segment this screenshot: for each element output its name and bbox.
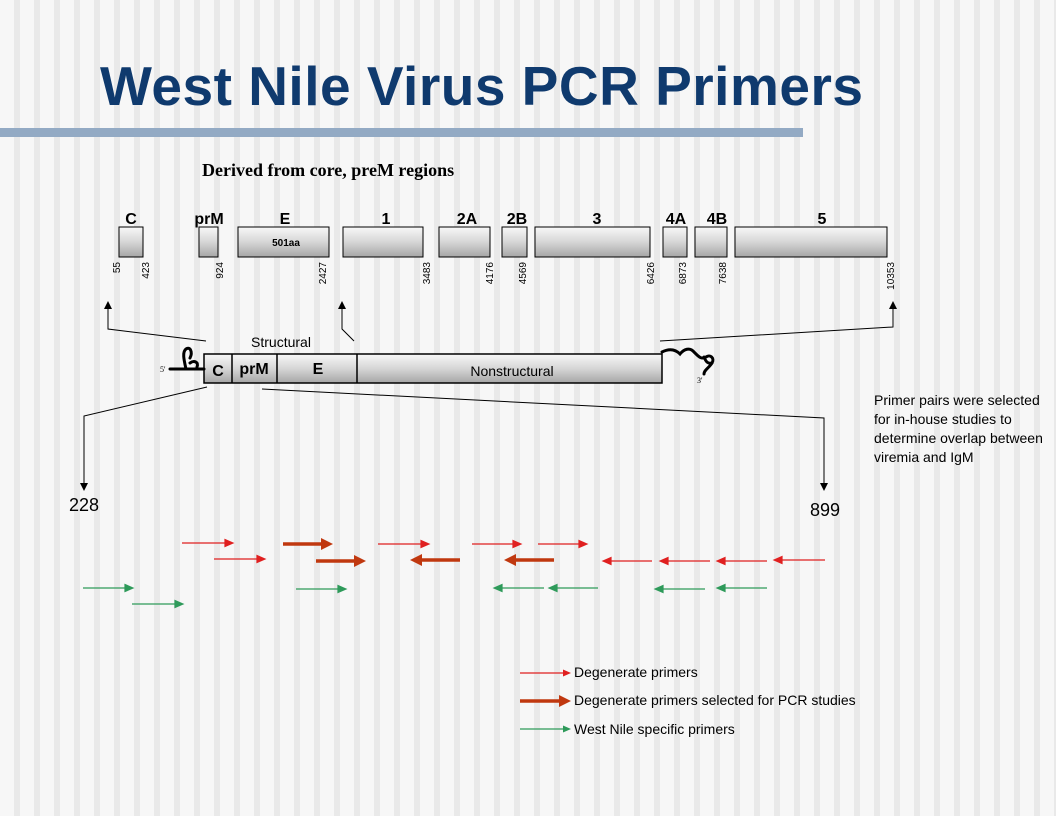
primer-arrow-selected bbox=[316, 555, 366, 567]
gene-box-ns1 bbox=[342, 226, 424, 258]
genome-bar bbox=[203, 353, 663, 384]
gene-box-prm bbox=[198, 226, 219, 258]
structural-label: Structural bbox=[251, 334, 311, 350]
gene-box-e bbox=[237, 226, 330, 258]
arrowhead-down bbox=[820, 483, 828, 491]
position-label: 55 bbox=[112, 262, 123, 274]
nonstructural-label: Nonstructural bbox=[470, 363, 553, 379]
primer-arrow-degenerate bbox=[182, 538, 235, 548]
primer-arrow-selected bbox=[283, 538, 333, 550]
legend-selected: Degenerate primers selected for PCR stud… bbox=[520, 692, 940, 712]
range-line-right bbox=[261, 388, 825, 486]
primer-arrow-specific bbox=[653, 584, 705, 594]
primer-selection-note: Primer pairs were selected for in-house … bbox=[874, 392, 1043, 465]
range-line-left bbox=[83, 386, 208, 486]
position-label: 7638 bbox=[718, 262, 729, 285]
gene-label: 3 bbox=[593, 211, 602, 228]
gene-box-ns4b bbox=[694, 226, 728, 258]
primer-arrow-degenerate bbox=[601, 556, 652, 566]
connector-line-left bbox=[107, 305, 207, 342]
arrowhead-up bbox=[889, 301, 897, 309]
position-label: 4176 bbox=[485, 262, 496, 285]
gene-box-ns2b bbox=[501, 226, 528, 258]
legend-arrow-degenerate bbox=[520, 669, 571, 677]
range-end-label: 899 bbox=[810, 500, 840, 520]
primer-arrow-degenerate bbox=[472, 539, 523, 549]
position-label: 3483 bbox=[422, 262, 433, 285]
legend-label: Degenerate primers bbox=[574, 664, 698, 680]
gene-label: 4B bbox=[707, 211, 727, 228]
gene-label: 1 bbox=[382, 211, 391, 228]
gene-boxes bbox=[118, 226, 888, 258]
three-prime-stem-loop bbox=[660, 347, 715, 376]
genome-prm-label: prM bbox=[239, 361, 268, 378]
primer-arrow-degenerate bbox=[715, 556, 767, 566]
primer-arrow-degenerate bbox=[538, 539, 589, 549]
legend-arrow-selected bbox=[520, 695, 571, 707]
gene-label: 5 bbox=[818, 211, 827, 228]
position-label: 423 bbox=[141, 262, 152, 279]
gene-box-c bbox=[118, 226, 144, 258]
position-label: 10353 bbox=[886, 262, 897, 290]
gene-label: prM bbox=[194, 211, 223, 228]
five-prime-stem-loop bbox=[168, 346, 206, 371]
page-title: West Nile Virus PCR Primers bbox=[100, 55, 864, 117]
primer-arrow-specific bbox=[547, 583, 598, 593]
connector-line-right bbox=[659, 305, 894, 342]
arrowhead-up bbox=[104, 301, 112, 309]
gene-label: 4A bbox=[666, 211, 687, 228]
position-label: 924 bbox=[215, 262, 226, 279]
five-prime-label: 5' bbox=[160, 365, 166, 374]
gene-box-ns4a bbox=[662, 226, 688, 258]
gene-label: 2B bbox=[507, 211, 527, 228]
genome-c-label: C bbox=[212, 363, 224, 380]
primer-arrow-degenerate bbox=[214, 554, 267, 564]
primer-arrow-selected bbox=[410, 554, 460, 566]
primer-arrow-specific bbox=[132, 599, 185, 609]
legend-degenerate: Degenerate primers bbox=[520, 664, 940, 684]
gene-box-ns5 bbox=[734, 226, 888, 258]
legend-label: Degenerate primers selected for PCR stud… bbox=[574, 692, 856, 708]
diagram-subtitle: Derived from core, preM regions bbox=[202, 160, 455, 180]
position-label: 6426 bbox=[646, 262, 657, 285]
position-label: 6873 bbox=[678, 262, 689, 285]
range-start-label: 228 bbox=[69, 495, 99, 515]
primer-arrow-specific bbox=[83, 583, 135, 593]
gene-label: C bbox=[125, 211, 137, 228]
gene-box-ns3 bbox=[534, 226, 651, 258]
position-label: 4569 bbox=[518, 262, 529, 285]
title-underline bbox=[0, 128, 803, 137]
primer-arrow-degenerate bbox=[658, 556, 710, 566]
three-prime-label: 3' bbox=[697, 376, 703, 385]
legend-label: West Nile specific primers bbox=[574, 721, 735, 737]
primer-arrow-specific bbox=[296, 584, 348, 594]
gene-label: 2A bbox=[457, 211, 478, 228]
primer-arrow-degenerate bbox=[772, 555, 825, 565]
primer-arrow-specific bbox=[492, 583, 544, 593]
arrowhead-up bbox=[338, 301, 346, 309]
e-length-label: 501aa bbox=[272, 238, 300, 249]
position-label: 2427 bbox=[318, 262, 329, 285]
primer-arrow-degenerate bbox=[378, 539, 431, 549]
arrowhead-down bbox=[80, 483, 88, 491]
primer-arrow-selected bbox=[504, 554, 554, 566]
primer-arrow-specific bbox=[715, 583, 767, 593]
primer-arrows bbox=[83, 538, 825, 609]
connector-line-mid bbox=[341, 305, 355, 342]
gene-label: E bbox=[280, 211, 291, 228]
genome-e-label: E bbox=[313, 361, 324, 378]
legend-specific: West Nile specific primers bbox=[520, 721, 940, 741]
legend-arrow-specific bbox=[520, 725, 571, 733]
gene-box-ns2a bbox=[438, 226, 491, 258]
